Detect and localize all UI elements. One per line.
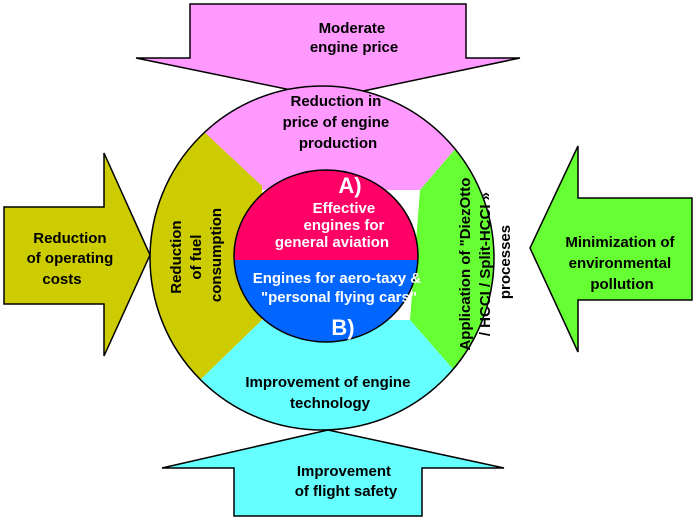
- center-outline: [233, 169, 419, 343]
- center-upper-label: Effective engines for general aviation: [275, 200, 389, 251]
- left-arrow-label-line: Reduction: [33, 230, 106, 247]
- ring-top-label-line: Reduction in: [291, 93, 382, 110]
- center-upper-letter: A): [338, 173, 361, 198]
- ring-right-label: Application of "DiezOtto / HCCI / Split-…: [457, 173, 514, 350]
- top-arrow-label-line: Moderate: [319, 20, 386, 37]
- ring-top-label-line: price of engine: [283, 114, 390, 131]
- ring-outline: [149, 85, 495, 431]
- top-arrow-label-line: engine price: [310, 39, 398, 56]
- bottom-arrow-label-line: of flight safety: [295, 483, 398, 500]
- ring-left-label-line: consumption: [208, 208, 225, 302]
- ring-bottom-label-line: technology: [290, 395, 371, 412]
- bottom-arrow-label-line: Improvement: [297, 463, 391, 480]
- ring-right-label-line: processes: [497, 225, 514, 299]
- ring-left-label: Reduction of fuel consumption: [168, 208, 225, 302]
- ring-right-label-line: Application of "DiezOtto: [457, 178, 474, 351]
- center-lower-label-line: Engines for aero-taxy &: [253, 270, 422, 287]
- left-arrow: [3, 152, 151, 357]
- ring-bottom-label-line: Improvement of engine: [245, 374, 410, 391]
- bottom-arrow: [161, 429, 505, 517]
- center-upper-label-line: general aviation: [275, 234, 389, 251]
- right-arrow-label-line: Minimization of: [565, 234, 675, 251]
- ring-right-label-line: / HCCI / Split-HCCI »: [477, 192, 494, 336]
- right-arrow-label: Minimization of environmental pollution: [565, 234, 678, 293]
- top-arrow-label: Moderate engine price: [310, 20, 398, 56]
- right-arrow-label-line: pollution: [590, 276, 653, 293]
- left-arrow-label-line: of operating: [27, 250, 114, 267]
- ring-bottom-label: Improvement of engine technology: [245, 374, 414, 412]
- center-lower-label: Engines for aero-taxy & "personal flying…: [253, 270, 426, 306]
- ring-left-label-line: Reduction: [168, 220, 185, 293]
- right-arrow: [529, 145, 693, 353]
- ring-top-label-line: production: [299, 135, 377, 152]
- left-arrow-label-line: costs: [42, 271, 81, 288]
- left-arrow-label: Reduction of operating costs: [27, 230, 118, 288]
- center-upper-label-line: Effective: [313, 200, 376, 217]
- center-lower-label-line: "personal flying cars": [261, 289, 417, 306]
- bottom-arrow-label: Improvement of flight safety: [295, 463, 398, 500]
- top-arrow: [135, 3, 521, 99]
- right-arrow-label-line: environmental: [569, 255, 672, 272]
- ring-left-label-line: of fuel: [188, 235, 205, 280]
- center-lower-letter: B): [331, 315, 354, 340]
- center-upper-label-line: engines for: [303, 217, 384, 234]
- ring-top-label: Reduction in price of engine production: [283, 93, 394, 152]
